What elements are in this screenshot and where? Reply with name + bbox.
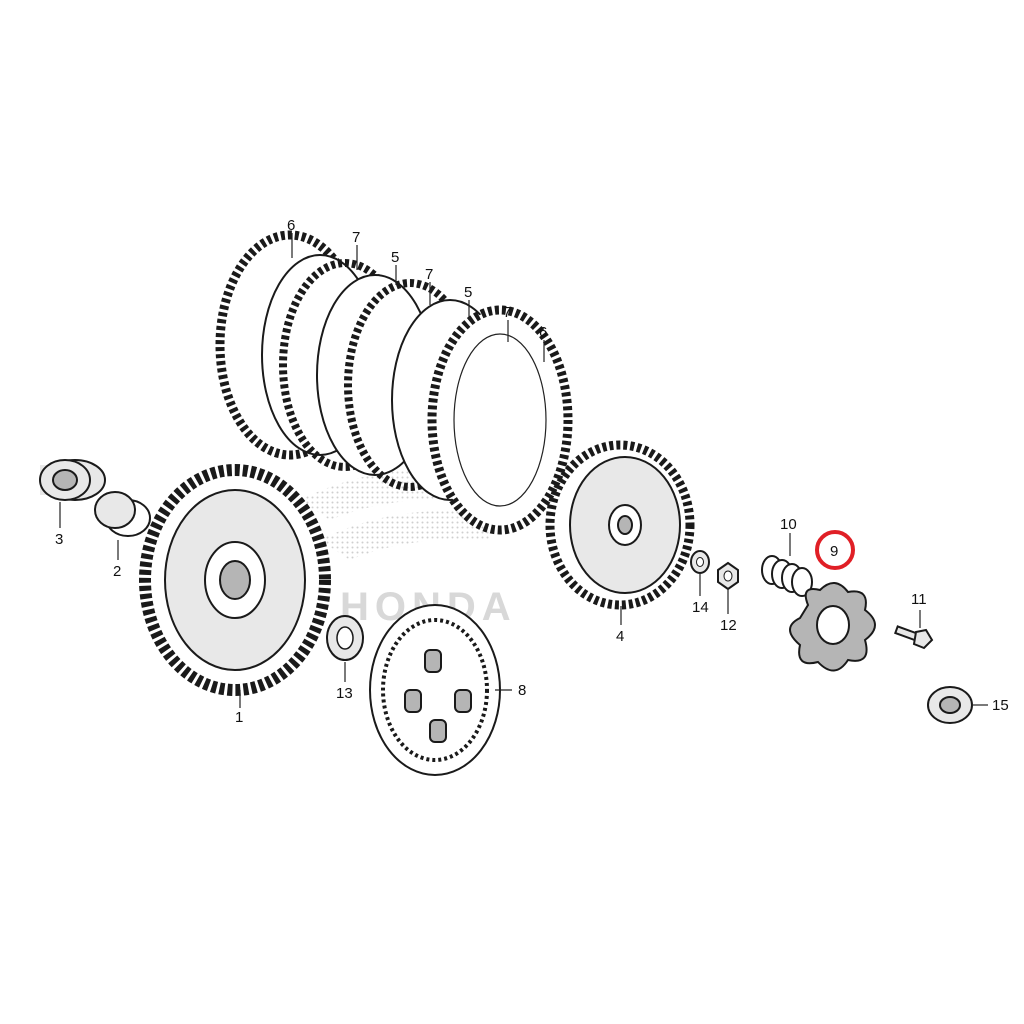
friction-disc-6b: [427, 305, 573, 535]
label-9: 9: [830, 543, 838, 560]
label-6-top-left: 6: [287, 217, 295, 234]
part-2-collar: [94, 491, 151, 537]
part-labels: 6 7 5 7 5 7 6 3 2 1 13 8 4 14 12 10 9 11…: [55, 217, 1009, 726]
part-13-washer: [326, 615, 364, 661]
part-8-pressure-plate: [369, 604, 501, 776]
part-14-washer: [690, 550, 710, 574]
leader-lines: [59, 233, 988, 708]
label-15: 15: [992, 697, 1009, 714]
label-4: 4: [616, 628, 624, 645]
part-3-bushing: [39, 459, 106, 501]
part-11-bolt: [894, 625, 934, 650]
label-7-second: 7: [425, 266, 433, 283]
clutch-plate-stack: [215, 230, 573, 535]
label-3: 3: [55, 531, 63, 548]
label-8: 8: [518, 682, 526, 699]
part-12-nut: [717, 561, 739, 591]
part-4-clutch-center: [545, 440, 695, 610]
label-2: 2: [113, 563, 121, 580]
label-14: 14: [692, 599, 709, 616]
label-13: 13: [336, 685, 353, 702]
part-15-bearing: [927, 686, 973, 724]
highlight-circle: [815, 530, 855, 570]
part-10-spring: [761, 555, 813, 597]
label-1: 1: [235, 709, 243, 726]
label-5-second: 5: [464, 284, 472, 301]
label-12: 12: [720, 617, 737, 634]
label-7-first: 7: [352, 229, 360, 246]
part-9-lifter-plate: [789, 582, 876, 672]
label-10: 10: [780, 516, 797, 533]
label-5-first: 5: [391, 249, 399, 266]
label-6-right: 6: [539, 324, 547, 341]
label-7-third: 7: [503, 304, 511, 321]
label-11: 11: [911, 591, 927, 608]
part-1-clutch-outer: [139, 464, 331, 696]
